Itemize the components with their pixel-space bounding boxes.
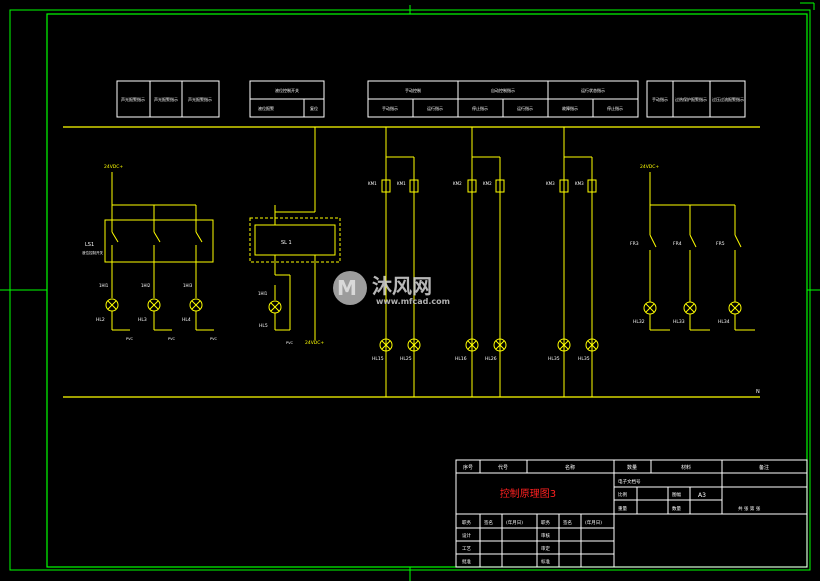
relay-label: KM2 bbox=[483, 181, 492, 186]
info-label: 重量 bbox=[618, 505, 627, 512]
header-cell: 数量 bbox=[627, 464, 637, 471]
top-box-2-cell: 液位报警 bbox=[258, 105, 274, 111]
header-cell: 代号 bbox=[498, 464, 508, 471]
info-label: 比例 bbox=[618, 491, 627, 498]
watermark-url: www.mfcad.com bbox=[376, 297, 450, 306]
top-box-4: 手动指示 过热保护报警指示 过压过流报警指示 bbox=[646, 80, 746, 118]
fr-label: FR3 bbox=[630, 241, 639, 247]
top-box-3: 手动控制 自动控制指示 运行状态指示 手动指示 运行指示 停止指示 运行指示 故… bbox=[367, 80, 639, 118]
lamp-label: HL34 bbox=[718, 319, 730, 325]
tb-label: 1HI3 bbox=[183, 283, 193, 288]
sign-label: 职务 bbox=[462, 519, 471, 526]
lamp-label: HL32 bbox=[633, 319, 645, 325]
top-box-3-title: 手动控制 bbox=[405, 87, 421, 93]
terminal-label: PVC bbox=[126, 337, 134, 341]
top-box-3-cell: 运行指示 bbox=[427, 105, 443, 111]
role-label: 审定 bbox=[541, 545, 550, 552]
top-box-2-title: 液位控制开关 bbox=[275, 87, 299, 93]
fr-label: FR4 bbox=[673, 241, 682, 247]
watermark-logo-mark: M bbox=[337, 276, 357, 300]
info-label: 数量 bbox=[672, 505, 681, 512]
relay-label: KM1 bbox=[368, 181, 377, 186]
role-label: 标准 bbox=[541, 558, 550, 565]
sheet-count: 共 张 第 张 bbox=[738, 505, 761, 512]
info-label: 图幅 bbox=[672, 491, 681, 498]
header-cell: 序号 bbox=[463, 464, 473, 471]
top-box-3-cell: 手动指示 bbox=[382, 105, 398, 111]
tb-label: 1HI2 bbox=[141, 283, 151, 288]
sign-label: 签名 bbox=[563, 519, 572, 526]
top-box-3-title: 自动控制指示 bbox=[491, 87, 515, 93]
role-label: 设计 bbox=[462, 532, 471, 539]
header-cell: 名称 bbox=[565, 464, 575, 471]
fr-label: FR5 bbox=[716, 241, 725, 247]
lamp-label: HL26 bbox=[485, 356, 497, 362]
terminal-label: PVC bbox=[286, 341, 294, 345]
supply-label-right: 24VDC+ bbox=[640, 164, 659, 170]
sign-label: 签名 bbox=[484, 519, 493, 526]
bus-n-label: N bbox=[756, 389, 760, 395]
lamp-label: HL35 bbox=[548, 356, 560, 362]
header-cell: 备注 bbox=[759, 464, 769, 471]
role-label: 工艺 bbox=[462, 546, 471, 552]
supply-label-left: 24VDC+ bbox=[104, 164, 123, 170]
top-box-3-cell: 故障指示 bbox=[562, 105, 578, 111]
sl1-label: SL 1 bbox=[281, 240, 292, 246]
top-box-1-cell: 声光报警指示 bbox=[121, 96, 145, 102]
lamp-label: HL25 bbox=[400, 356, 412, 362]
sign-label: (年月日) bbox=[585, 519, 602, 526]
sheet-size: A3 bbox=[698, 492, 706, 499]
lamp-label: HL16 bbox=[455, 356, 467, 362]
top-box-4-cell: 过热保护报警指示 bbox=[675, 96, 707, 102]
info-label: 电子文档号 bbox=[618, 478, 641, 485]
relay-label: KM3 bbox=[546, 181, 555, 186]
tb-label: 1HI1 bbox=[258, 291, 268, 296]
top-box-1-cell: 声光报警指示 bbox=[154, 96, 178, 102]
top-box-2-cell: 复位 bbox=[310, 105, 318, 111]
lamp-label: HL2 bbox=[96, 317, 105, 323]
watermark: M 沐风网 www.mfcad.com bbox=[333, 271, 450, 306]
header-cell: 材料 bbox=[681, 464, 691, 471]
top-box-4-cell: 过压过流报警指示 bbox=[712, 96, 744, 102]
top-box-1: 声光报警指示 声光报警指示 声光报警指示 bbox=[116, 80, 220, 118]
top-box-3-cell: 停止指示 bbox=[607, 105, 623, 111]
top-box-4-cell: 手动指示 bbox=[652, 96, 668, 102]
out-24-label: 24VDC+ bbox=[305, 340, 324, 346]
lamp-label: HL35 bbox=[578, 356, 590, 362]
watermark-logo-icon bbox=[333, 271, 367, 305]
lamp-label: HL5 bbox=[259, 323, 268, 329]
tb-label: 1HI1 bbox=[99, 283, 109, 288]
lamps-ls1: HL2 HL3 HL4 PVC PVC PVC bbox=[96, 298, 218, 341]
ls1-label: LS1 bbox=[85, 242, 94, 248]
circuit-ls1: 24VDC+ LS1 液位控制开关 1HI1 1HI2 1HI3 bbox=[82, 164, 214, 298]
title-block: 序号 代号 名称 数量 材料 备注 控制原理图3 电子文档号 比例 图幅 A3 … bbox=[455, 459, 808, 568]
sign-label: 职务 bbox=[541, 519, 550, 526]
top-box-3-cell: 停止指示 bbox=[472, 105, 488, 111]
top-box-1-cell: 声光报警指示 bbox=[188, 96, 212, 102]
watermark-brand: 沐风网 bbox=[372, 274, 432, 298]
terminal-label: PVC bbox=[210, 337, 218, 341]
drawing-title: 控制原理图3 bbox=[500, 487, 556, 500]
circuit-fr: 24VDC+ FR3 FR4 FR5 HL32 HL33 HL34 bbox=[630, 164, 755, 331]
top-box-3-title: 运行状态指示 bbox=[581, 87, 605, 93]
top-box-2: 液位控制开关 液位报警 复位 bbox=[249, 80, 325, 118]
lamp-label: HL15 bbox=[372, 356, 384, 362]
lamp-label: HL4 bbox=[182, 317, 191, 323]
ls1-sub-label: 液位控制开关 bbox=[82, 250, 103, 255]
terminal-label: PVC bbox=[168, 337, 176, 341]
top-box-3-cell: 运行指示 bbox=[517, 105, 533, 111]
relay-label: KM2 bbox=[453, 181, 462, 186]
role-label: 审核 bbox=[541, 532, 550, 539]
relay-label: KM3 bbox=[575, 181, 584, 186]
role-label: 批准 bbox=[462, 558, 471, 565]
circuit-km: KM1 KM1 HL15 HL25 KM2 KM2 HL16 HL26 KM3 … bbox=[368, 127, 599, 397]
relay-label: KM1 bbox=[397, 181, 406, 186]
circuit-sl1: SL 1 24VDC+ 1HI1 HL5 PVC bbox=[249, 127, 341, 346]
lamp-label: HL33 bbox=[673, 319, 685, 325]
sign-label: (年月日) bbox=[506, 519, 523, 526]
lamp-label: HL3 bbox=[138, 317, 147, 323]
